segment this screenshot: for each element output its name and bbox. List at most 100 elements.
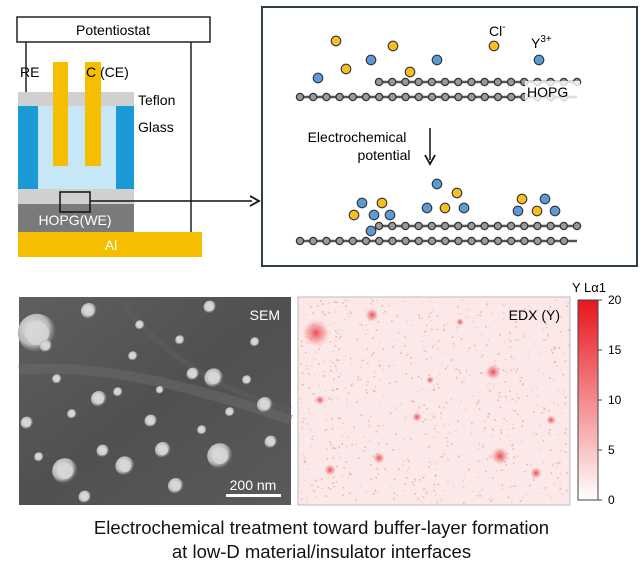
edx-noise-dot [430,356,433,358]
edx-noise-dot [348,471,350,473]
edx-noise-dot [336,388,339,390]
edx-noise-dot [504,381,507,383]
edx-noise-dot [334,447,336,450]
chloride-ion [451,187,463,199]
edx-noise-dot [442,406,445,409]
edx-noise-dot [457,420,459,423]
edx-noise-dot [472,320,474,323]
edx-noise-dot [486,385,489,387]
re-electrode [53,62,68,166]
carbon-atom [387,77,397,87]
edx-noise-dot [382,348,385,351]
edx-noise-dot [394,407,397,410]
edx-noise-dot [467,469,469,472]
sem-particle-core [267,438,275,446]
edx-noise-dot [480,356,482,358]
edx-noise-dot [495,470,498,472]
edx-noise-dot [472,490,475,493]
edx-noise-dot [559,330,562,333]
edx-noise-dot [328,311,330,314]
edx-noise-dot [509,390,512,393]
edx-noise-dot [366,392,368,394]
edx-noise-dot [445,436,448,439]
edx-noise-dot [446,480,449,483]
edx-noise-dot [411,324,414,326]
edx-noise-dot [332,456,335,459]
edx-noise-dot [325,419,327,421]
edx-noise-dot [477,399,479,401]
edx-noise-dot [468,309,471,311]
edx-noise-dot [307,408,310,411]
edx-noise-dot [422,476,424,479]
colorbar-tick-label: 20 [608,293,622,307]
edx-noise-dot [473,317,476,319]
edx-noise-dot [555,365,558,367]
sem-particle-core [94,394,104,404]
edx-noise-dot [303,479,306,481]
edx-noise-dot [325,428,328,431]
edx-noise-dot [400,403,402,405]
edx-noise-dot [326,457,329,460]
edx-noise-dot [441,363,444,365]
edx-noise-dot [543,407,546,409]
colorbar-tick-label: 5 [608,443,615,457]
edx-noise-dot [465,369,468,372]
edx-noise-dot [514,321,517,323]
sem-particle-core [147,417,155,425]
edx-noise-dot [438,373,441,376]
edx-noise-dot [479,444,481,447]
caption-line2: at low-D material/insulator interfaces [171,541,472,562]
edx-noise-dot [421,340,424,343]
edx-noise-dot [361,360,363,363]
edx-noise-dot [541,320,543,322]
edx-noise-dot [428,461,431,463]
carbon-atom [427,236,437,246]
edx-noise-dot [307,386,310,389]
hopg-label: HOPG [527,84,568,100]
edx-noise-dot [305,500,308,502]
edx-noise-dot [487,413,490,415]
edx-noise-dot [347,299,350,302]
edx-noise-dot [485,326,487,328]
edx-noise-dot [425,388,428,391]
edx-noise-dot [450,398,452,401]
edx-noise-dot [451,336,454,338]
edx-noise-dot [422,496,425,498]
carbon-atom [401,221,410,231]
edx-noise-dot [324,390,327,392]
sem-particle-core [227,409,233,415]
edx-noise-dot [346,445,348,448]
edx-noise-dot [463,425,465,427]
edx-noise-dot [306,496,308,499]
sem-label: SEM [250,307,280,323]
edx-noise-dot [342,302,345,304]
edx-noise-dot [405,373,408,375]
edx-noise-dot [408,460,410,462]
edx-noise-dot [532,432,535,435]
carbon-atom [414,92,424,102]
sem-particle-core [252,339,258,345]
edx-noise-dot [424,330,427,333]
edx-noise-dot [341,443,343,445]
edx-noise-dot [388,365,390,367]
edx-hotspot [456,318,464,326]
carbon-atom [480,92,490,102]
edx-noise-dot [436,468,438,471]
carbon-atom [414,77,423,87]
carbon-atom [533,236,542,246]
edx-noise-dot [519,500,522,502]
edx-noise-dot [442,489,444,492]
edx-noise-dot [516,368,519,371]
edx-noise-dot [382,395,385,397]
edx-noise-dot [513,456,515,459]
edx-noise-dot [335,465,338,468]
colorbar-tick-label: 10 [608,393,622,407]
edx-noise-dot [510,355,513,358]
edx-noise-dot [303,459,305,462]
edx-noise-dot [502,318,505,321]
carbon-atom [440,92,450,102]
edx-noise-dot [453,346,455,349]
edx-noise-dot [330,443,332,446]
edx-noise-dot [392,498,395,500]
edx-noise-dot [545,338,548,341]
